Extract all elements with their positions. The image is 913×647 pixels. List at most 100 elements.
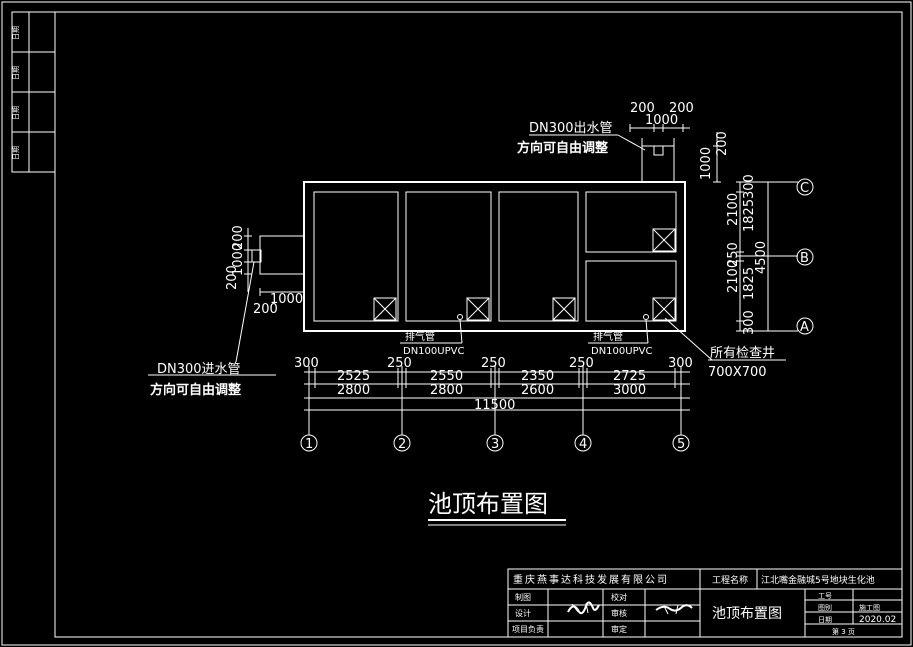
inlet-label-note: 方向可自由调整	[150, 382, 242, 398]
bottom-dim-wall: 300	[294, 356, 319, 371]
bottom-dim-center: 2800	[430, 383, 463, 398]
inspection-well	[373, 297, 397, 321]
svg-text:5: 5	[677, 437, 685, 452]
bottom-dim-center: 3000	[613, 383, 646, 398]
bottom-dim-clear: 2350	[521, 369, 554, 384]
well-leader	[664, 317, 713, 361]
tb-role-label: 校对	[611, 592, 627, 602]
vent-label-name: 排气管	[593, 330, 623, 343]
right-dim-lines	[736, 181, 798, 332]
vent-pipe-marker	[643, 314, 649, 320]
tb-right-value: 施工图	[859, 603, 880, 612]
bottom-dim-total: 11500	[474, 398, 515, 413]
signature-reviewer	[655, 604, 693, 612]
inspection-well	[652, 228, 676, 252]
inspection-well	[466, 297, 490, 321]
bottom-dim-clear: 2725	[613, 369, 646, 384]
right-dim-seg: 1825	[742, 199, 757, 232]
svg-text:1: 1	[305, 437, 313, 452]
inlet-pipe	[244, 228, 305, 296]
svg-text:B: B	[800, 251, 809, 266]
outlet-label-note: 方向可自由调整	[517, 140, 609, 156]
right-dim-seg: 2100	[726, 260, 741, 293]
tb-role-label: 审定	[611, 624, 627, 634]
vent-leader	[645, 319, 649, 344]
signature-designer	[571, 602, 589, 614]
side-strip: 日期 日期 日期 日期	[11, 11, 56, 173]
inlet-dim-mid: 1000	[231, 243, 246, 276]
right-dim-seg: 300	[742, 310, 757, 335]
axis-bubble: B	[796, 248, 814, 266]
side-strip-label: 日期	[12, 66, 20, 80]
inlet-dim-below: 200	[253, 302, 278, 317]
project-name: 江北嘴金融城5号地块生化池	[761, 574, 875, 586]
svg-text:2: 2	[398, 437, 406, 452]
inner-frame	[54, 11, 903, 638]
inspection-well	[652, 297, 676, 321]
inlet-dim-top: 200	[231, 225, 246, 250]
right-dim-total: 4500	[754, 241, 769, 274]
title-block	[507, 568, 903, 638]
outlet-dim-side-b: 200	[715, 131, 730, 156]
inlet-leader	[235, 261, 255, 363]
tb-role-label: 项目负责	[512, 624, 544, 634]
tb-role-label: 制图	[515, 592, 531, 602]
axis-bubble: 4	[574, 434, 592, 452]
company-name: 重庆燕事达科技发展有限公司	[513, 573, 669, 586]
axis-bubble: A	[796, 317, 814, 335]
chamber-2	[405, 191, 492, 322]
side-strip-label: 日期	[12, 146, 20, 160]
tb-right-label: 日期	[818, 616, 832, 624]
chamber-3	[498, 191, 579, 322]
tb-right-label: 图别	[818, 603, 832, 612]
tb-right-label: 工号	[818, 592, 832, 600]
svg-text:3: 3	[491, 437, 499, 452]
svg-text:C: C	[800, 181, 809, 196]
signature-reviewer	[663, 604, 679, 615]
outlet-dim-top-left: 200	[630, 101, 655, 116]
svg-text:4: 4	[579, 437, 587, 452]
outlet-dim-width: 1000	[645, 113, 678, 128]
axis-bubble: 1	[300, 434, 318, 452]
outlet-label-pipe: DN300出水管	[529, 121, 613, 136]
svg-text:A: A	[800, 320, 809, 335]
right-dim-seg: 300	[742, 174, 757, 199]
axis-bubble: 2	[393, 434, 411, 452]
well-label-size: 700X700	[708, 365, 767, 380]
bottom-dim-center: 2600	[521, 383, 554, 398]
tb-role-label: 设计	[515, 608, 531, 618]
chamber-4-lower	[585, 260, 677, 322]
side-strip-label: 日期	[12, 106, 20, 120]
well-label-title: 所有检查井	[710, 346, 775, 361]
vent-pipe-marker	[457, 314, 463, 320]
tb-page: 第 3 页	[832, 627, 855, 636]
bottom-dim-wall: 250	[481, 356, 506, 371]
right-dim-seg: 250	[726, 242, 741, 267]
inlet-dim-width: 1000	[270, 292, 303, 307]
vent-leader	[459, 319, 463, 344]
bottom-dim-clear: 2550	[430, 369, 463, 384]
bottom-dim-wall: 250	[569, 356, 594, 371]
chamber-4-upper	[585, 191, 677, 253]
tb-right-value: 2020.02	[859, 615, 896, 625]
vent-label-spec: DN100UPVC	[591, 346, 652, 357]
outlet-pipe	[629, 124, 721, 183]
tank-plan	[303, 181, 686, 332]
inspection-well	[552, 297, 576, 321]
bottom-dim-center: 2800	[337, 383, 370, 398]
outlet-dim-side-a: 1000	[699, 147, 714, 180]
bottom-dim-wall: 300	[668, 356, 693, 371]
tb-role-label: 审核	[611, 608, 627, 618]
inlet-label-pipe: DN300进水管	[157, 362, 241, 377]
drawing-title: 池顶布置图	[428, 490, 548, 518]
vent-label-name: 排气管	[405, 330, 435, 343]
bottom-dim-wall: 250	[387, 356, 412, 371]
tb-drawing-name: 池顶布置图	[712, 606, 782, 622]
signature-designer	[567, 601, 600, 615]
tank-outline	[303, 181, 686, 332]
axis-bubble: 3	[486, 434, 504, 452]
side-strip-label: 日期	[12, 26, 20, 40]
chamber-1	[313, 191, 399, 322]
